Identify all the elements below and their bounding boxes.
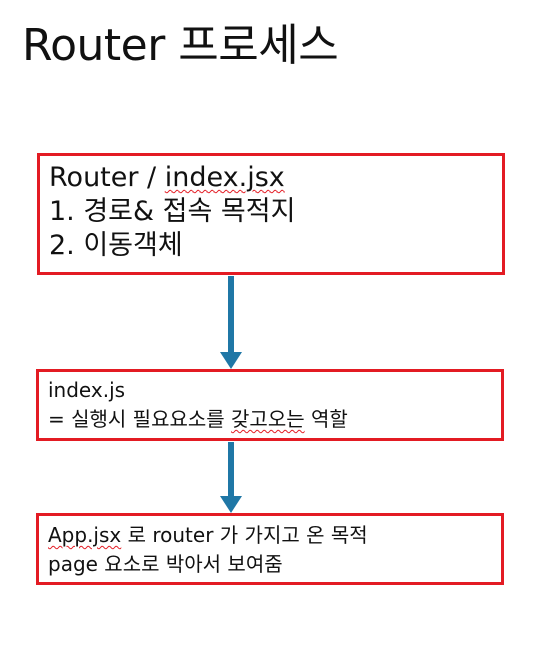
app-jsx-line-2: page 요소로 박아서 보여줌 xyxy=(48,552,283,576)
index-js-description: = 실행시 필요요소를 갖고오는 역할 xyxy=(48,407,348,431)
index-js-heading: index.js xyxy=(48,378,126,402)
spellcheck-underline: index.jsx xyxy=(164,162,285,193)
arrow-head-2 xyxy=(220,496,242,513)
slide-title: Router 프로세스 xyxy=(22,20,339,71)
router-index-heading: Router / index.jsx xyxy=(49,162,285,193)
arrow-head-1 xyxy=(220,352,242,369)
app-jsx-box: App.jsx 로 router 가 가지고 온 목적 page 요소로 박아서… xyxy=(36,513,504,585)
router-index-item-2: 2. 이동객체 xyxy=(49,230,183,261)
app-jsx-line-1: App.jsx 로 router 가 가지고 온 목적 xyxy=(48,523,368,547)
index-js-box: index.js = 실행시 필요요소를 갖고오는 역할 xyxy=(36,369,504,441)
router-index-box: Router / index.jsx 1. 경로& 접속 목적지 2. 이동객체 xyxy=(37,153,505,275)
arrow-router-to-index xyxy=(220,276,242,369)
spellcheck-underline: 갖고오는 xyxy=(231,407,305,431)
spellcheck-underline: App.jsx xyxy=(48,523,122,547)
arrow-index-to-app xyxy=(220,442,242,513)
router-index-item-1: 1. 경로& 접속 목적지 xyxy=(49,196,296,227)
